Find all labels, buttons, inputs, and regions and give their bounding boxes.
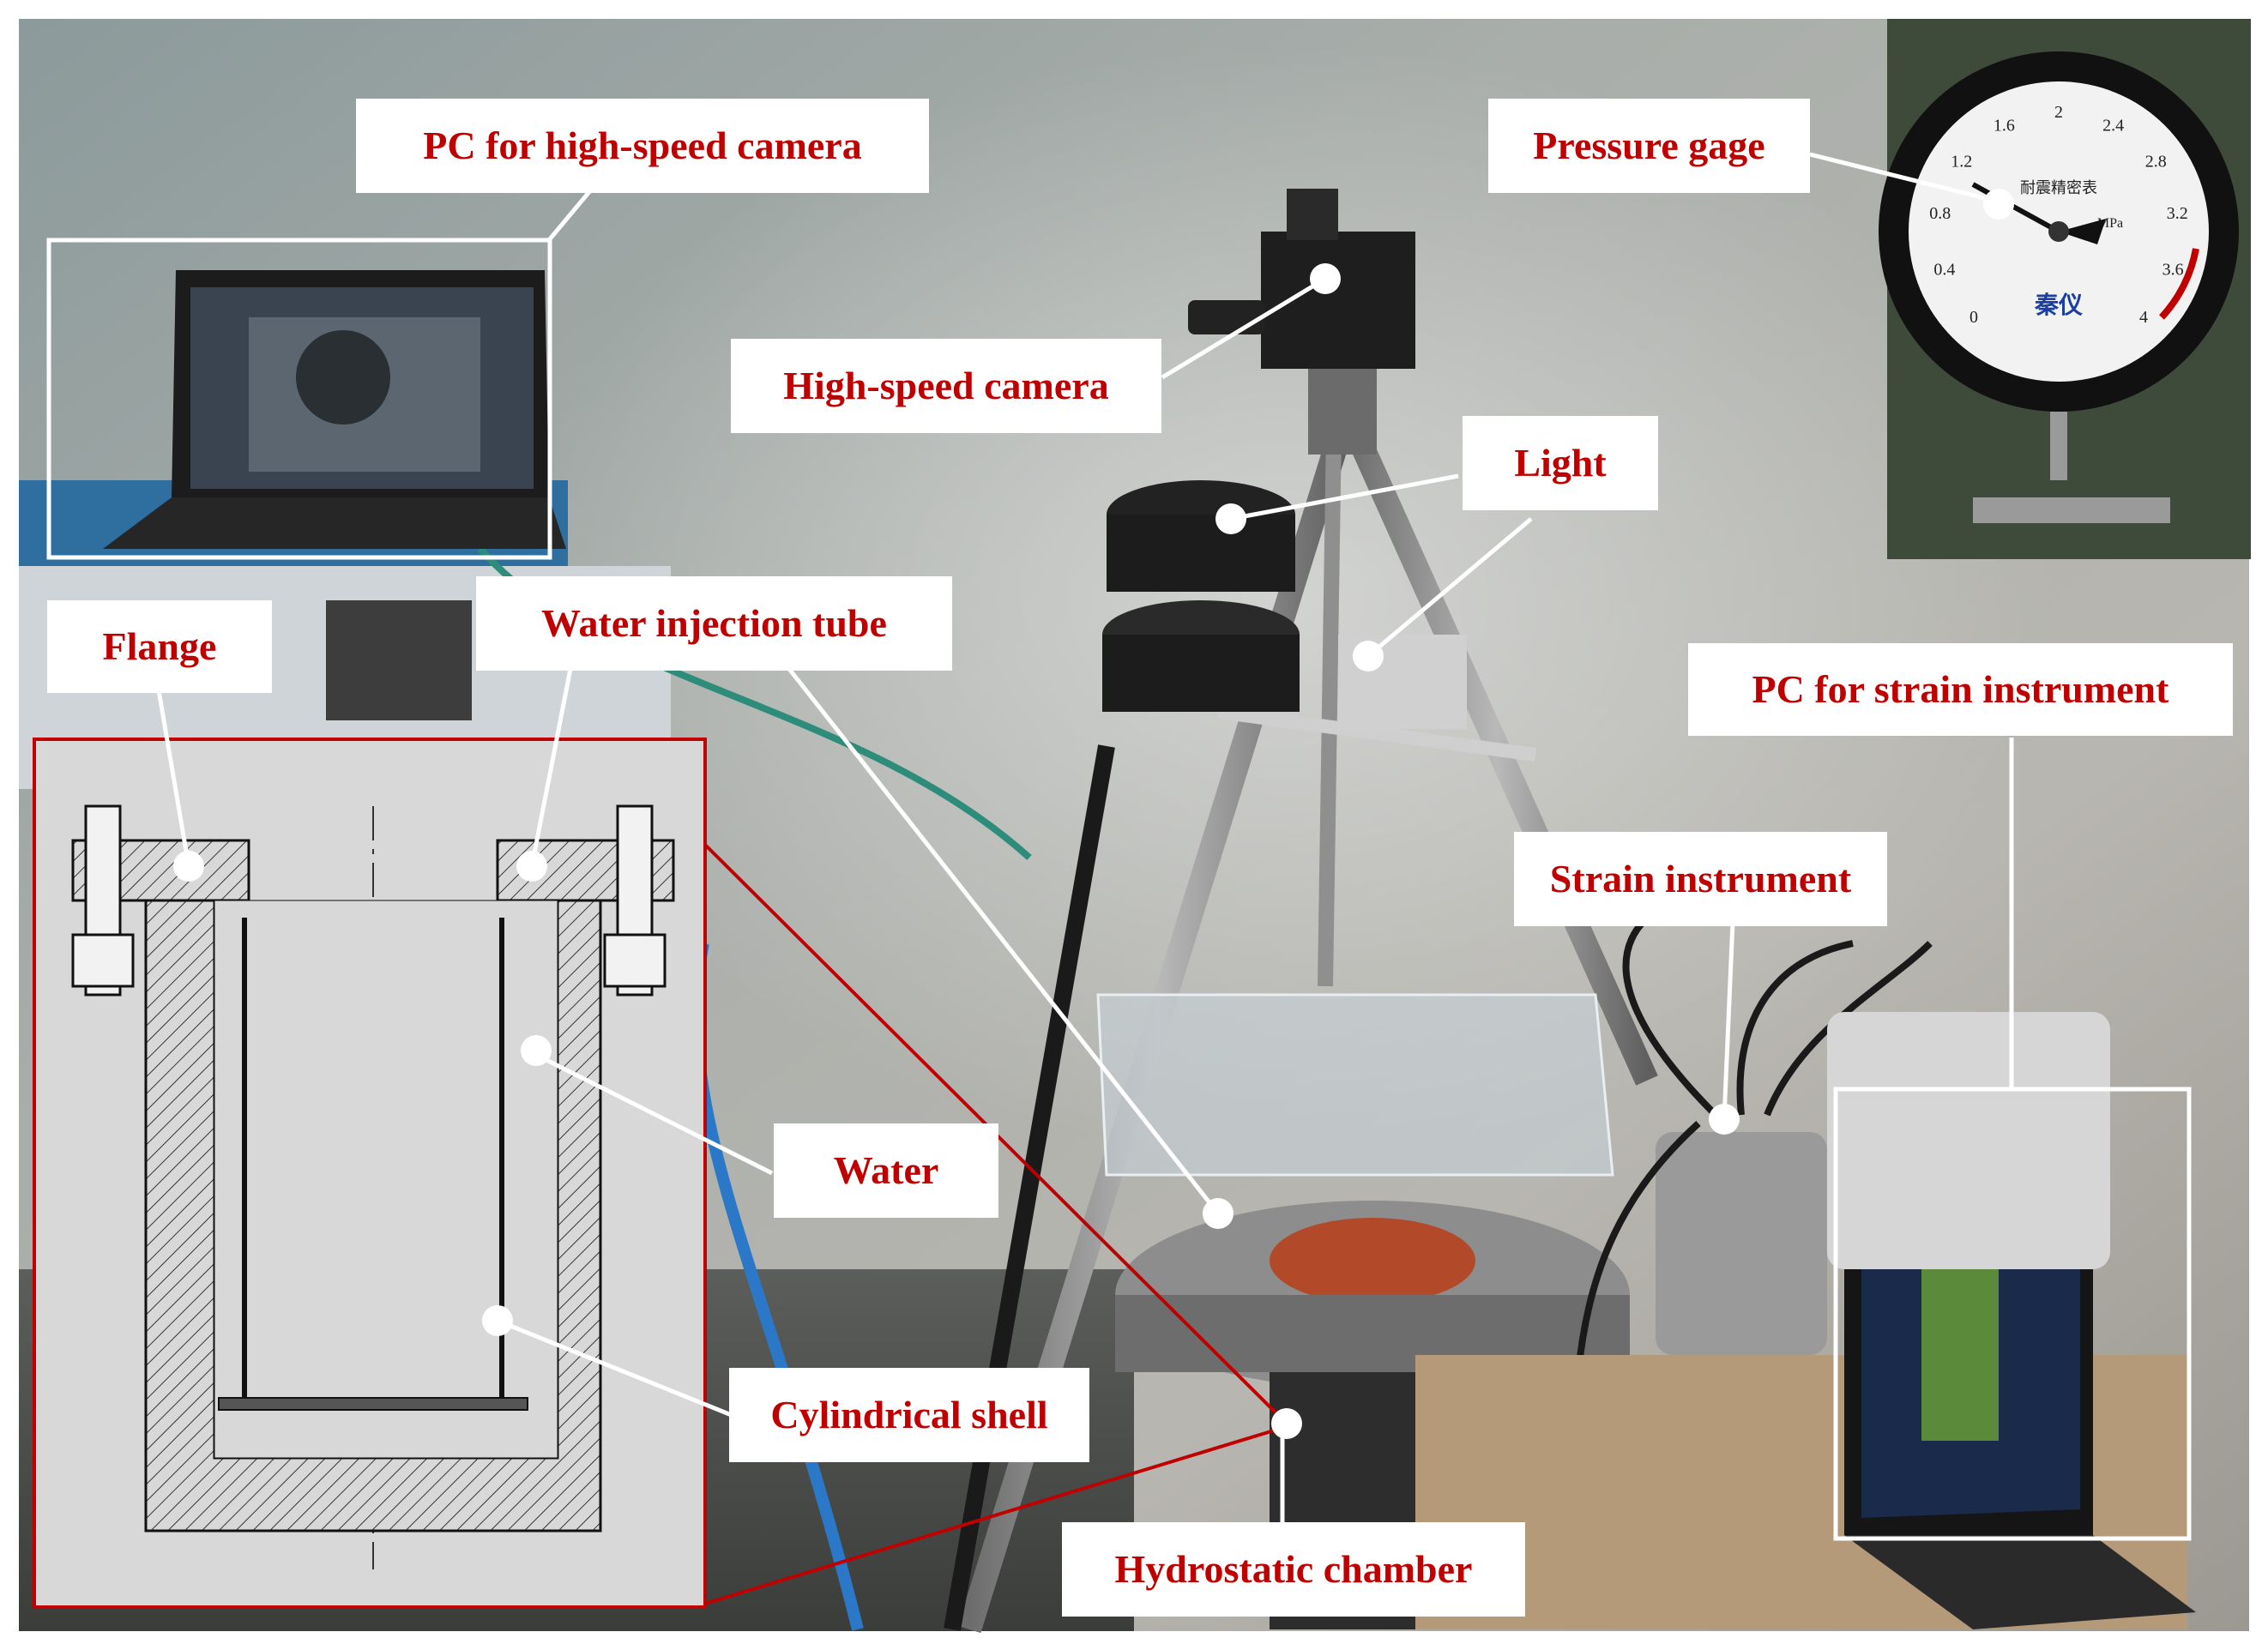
gauge-caption: 耐震精密表 xyxy=(2020,179,2097,196)
label-high-speed-camera: High-speed camera xyxy=(731,339,1161,433)
label-pressure-gage: Pressure gage xyxy=(1488,99,1810,193)
laptop-strain-pc xyxy=(1827,1012,2196,1629)
gauge-tick-label: 2.8 xyxy=(2145,153,2167,172)
gauge-tick-label: 3.2 xyxy=(2167,204,2188,223)
gauge-tick-label: 0.4 xyxy=(1933,260,1955,279)
gauge-brand: 秦仪 xyxy=(2034,292,2084,319)
label-flange: Flange xyxy=(47,600,272,693)
label-water: Water xyxy=(774,1123,998,1218)
label-pc-strain-instrument: PC for strain instrument xyxy=(1688,643,2233,736)
gauge-tick-label: 2 xyxy=(2054,103,2063,122)
chamber-cross-section-drawing xyxy=(33,738,707,1609)
label-cylindrical-shell: Cylindrical shell xyxy=(729,1368,1089,1462)
gauge-tick-label: 3.6 xyxy=(2162,260,2184,279)
label-light: Light xyxy=(1463,416,1658,510)
gauge-tick-label: 1.2 xyxy=(1951,153,1972,172)
gauge-tick-label: 0.8 xyxy=(1929,204,1951,223)
pressure-gage-inset: 00.40.81.21.622.42.83.23.64 耐震精密表 MPa 秦仪 xyxy=(1879,19,2251,559)
label-strain-instrument: Strain instrument xyxy=(1514,832,1887,926)
label-water-injection-tube: Water injection tube xyxy=(476,576,952,671)
gauge-tick-label: 2.4 xyxy=(2102,116,2124,135)
laptop-camera-pc xyxy=(103,270,566,549)
gauge-tick-label: 1.6 xyxy=(1994,116,2015,135)
label-pc-high-speed-camera: PC for high-speed camera xyxy=(356,99,929,193)
gauge-tick-labels: 0 0.4 0.8 1.2 1.6 2 2.4 2.8 3.2 3.6 4 xyxy=(1929,103,2188,327)
gauge-tick-label: 4 xyxy=(2139,308,2148,327)
hydrostatic-chamber-photo xyxy=(1096,993,1630,1629)
gauge-tick-label: 0 xyxy=(1969,308,1978,327)
callout-dots xyxy=(173,189,2014,1439)
callout-lines xyxy=(46,152,2192,1569)
light-panels xyxy=(1102,480,1467,729)
label-hydrostatic-chamber: Hydrostatic chamber xyxy=(1062,1522,1525,1617)
